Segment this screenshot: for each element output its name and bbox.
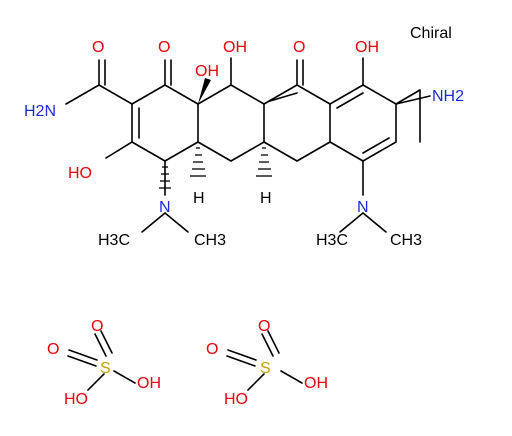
substituent-bonds [65, 57, 431, 233]
ring-c-bonds [263, 84, 331, 162]
hydroxyl-enol: OH [223, 39, 247, 56]
hydroxyl-ring-a: HO [68, 165, 92, 182]
sulfate-1-o-top: O [91, 318, 103, 335]
sulfate-2-oh-bottom: HO [224, 391, 248, 408]
aryl-amine: NH2 [432, 88, 464, 105]
sulfate-1-oh-right: OH [137, 375, 161, 392]
ring-b-bonds [197, 84, 265, 162]
hydrogen-5a: H [260, 190, 272, 207]
amide-nh2: H2N [24, 103, 56, 120]
ring-a-bonds [131, 84, 199, 162]
sulfate-1-oh-bottom: HO [64, 391, 88, 408]
hash-4a-h [190, 147, 206, 177]
ring-d-bonds [329, 84, 421, 162]
stereo-bonds [159, 78, 272, 189]
hydroxyl-4a: OH [195, 63, 219, 80]
sulfate-1-o-left: O [47, 341, 59, 358]
ketone-oxygen-2: O [293, 39, 305, 56]
hydrogen-4a: H [193, 190, 205, 207]
nme2-left-nitrogen: N [159, 199, 171, 216]
hash-5a-h [256, 147, 272, 177]
nme2-right-methyl-1: H3C [316, 232, 348, 249]
nme2-right-nitrogen: N [357, 199, 369, 216]
sulfate-2: O O S OH HO [206, 318, 328, 408]
sulfate-1-sulfur: S [100, 360, 111, 377]
sulfate-2-sulfur: S [260, 360, 271, 377]
sulfate-2-o-top: O [258, 318, 270, 335]
nme2-left-methyl-1: H3C [98, 232, 130, 249]
atom-labels: O H2N O OH OH O OH NH2 HO H H N H3C CH3 … [24, 39, 464, 249]
chiral-label: Chiral [410, 25, 452, 42]
sulfate-1: O O S OH HO [47, 318, 161, 408]
hydroxyl-phenol: OH [355, 39, 379, 56]
nme2-right-methyl-2: CH3 [390, 232, 422, 249]
hash-4-nme2 [159, 166, 171, 189]
ketone-oxygen-1: O [158, 39, 170, 56]
wedge-4a-oh [198, 78, 211, 104]
sulfate-2-oh-right: OH [304, 375, 328, 392]
nme2-left-methyl-2: CH3 [194, 232, 226, 249]
sulfate-2-o-left: O [206, 341, 218, 358]
amide-oxygen: O [92, 39, 104, 56]
